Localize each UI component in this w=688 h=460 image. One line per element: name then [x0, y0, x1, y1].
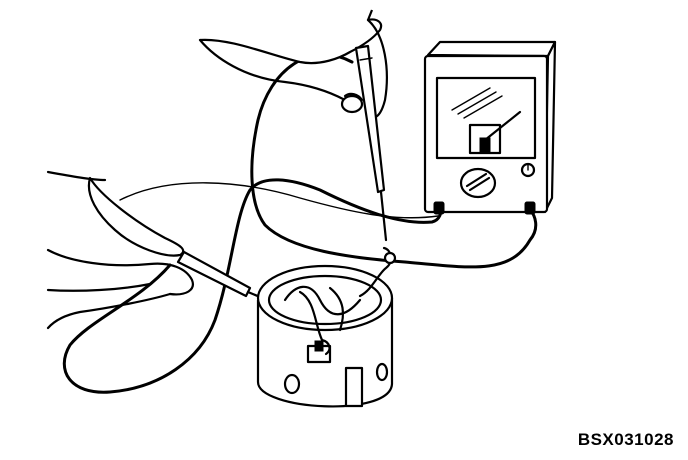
component-under-test — [256, 246, 397, 408]
test-lead-upper — [250, 53, 538, 269]
meter-needle — [483, 110, 522, 142]
range-selector-knob — [459, 167, 497, 199]
upper-hand — [198, 9, 388, 120]
terminal-left — [433, 201, 445, 215]
test-lead-loop — [119, 182, 439, 219]
body-window-center — [344, 366, 364, 408]
left-hand — [46, 170, 194, 330]
upper-probe — [354, 44, 388, 242]
body-hole-right — [375, 362, 389, 382]
figure-code: BSX031028 — [577, 430, 674, 449]
terminal-right — [524, 201, 536, 215]
body-hole-left — [283, 373, 301, 395]
multimeter — [423, 40, 557, 215]
